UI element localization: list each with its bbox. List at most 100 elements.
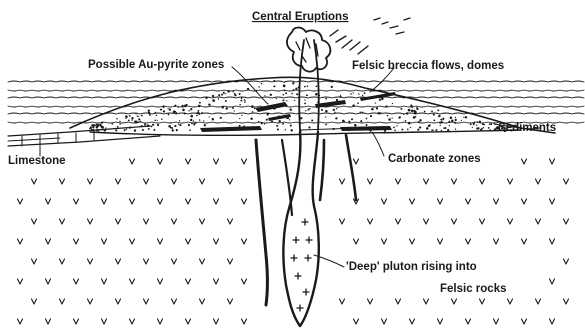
breccia-speck <box>431 129 432 130</box>
v-mark <box>564 299 569 304</box>
breccia-speck <box>131 117 133 119</box>
breccia-speck <box>239 93 241 95</box>
v-mark <box>354 319 359 324</box>
label-pluton-line2: Felsic rocks <box>440 283 506 295</box>
breccia-speck <box>205 97 207 99</box>
breccia-speck <box>93 125 94 126</box>
carbonate-zones <box>200 126 392 132</box>
breccia-speck <box>378 112 380 114</box>
breccia-speck <box>119 123 120 124</box>
breccia-speck <box>197 111 199 113</box>
breccia-speck <box>410 105 412 107</box>
breccia-speck <box>447 129 449 131</box>
v-mark <box>438 199 443 204</box>
breccia-speck <box>351 118 353 120</box>
breccia-speck <box>190 119 192 121</box>
v-mark <box>564 179 569 184</box>
v-mark <box>88 299 93 304</box>
breccia-speck <box>178 123 179 124</box>
v-mark <box>228 299 233 304</box>
v-mark <box>130 319 135 324</box>
v-mark <box>382 239 387 244</box>
v-mark <box>200 179 205 184</box>
breccia-speck <box>440 119 442 121</box>
breccia-speck <box>234 93 236 95</box>
breccia-speck <box>276 125 278 127</box>
breccia-speck <box>289 108 291 110</box>
breccia-speck <box>270 94 272 96</box>
breccia-speck <box>366 118 368 120</box>
breccia-speck <box>483 127 484 128</box>
breccia-speck <box>157 124 159 126</box>
breccia-speck <box>176 129 178 131</box>
breccia-speck <box>190 115 193 118</box>
v-mark <box>550 159 555 164</box>
v-mark <box>46 279 51 284</box>
breccia-speck <box>199 119 201 121</box>
breccia-speck <box>212 95 214 97</box>
breccia-speck <box>449 125 450 126</box>
v-mark <box>158 279 163 284</box>
breccia-speck <box>376 107 378 109</box>
breccia-speck <box>266 119 268 121</box>
v-mark <box>172 259 177 264</box>
breccia-speck <box>96 126 99 129</box>
v-mark <box>410 239 415 244</box>
breccia-speck <box>264 123 265 124</box>
breccia-speck <box>441 121 443 123</box>
breccia-speck <box>285 129 286 130</box>
v-mark <box>32 219 37 224</box>
breccia-speck <box>358 93 360 95</box>
label-au-pyrite-zones: Possible Au-pyrite zones <box>88 59 224 71</box>
breccia-speck <box>126 129 127 130</box>
v-mark <box>88 259 93 264</box>
breccia-speck <box>334 112 335 113</box>
breccia-speck <box>97 129 99 131</box>
v-mark <box>144 219 149 224</box>
breccia-speck <box>325 110 327 112</box>
v-mark <box>130 239 135 244</box>
breccia-speck <box>174 125 176 127</box>
v-mark <box>382 199 387 204</box>
breccia-speck <box>472 127 473 128</box>
breccia-speck <box>199 102 201 104</box>
breccia-speck <box>128 120 130 122</box>
pluton-plus-mark <box>297 305 303 311</box>
breccia-speck <box>141 125 143 127</box>
v-mark <box>74 199 79 204</box>
breccia-speck <box>414 111 416 113</box>
breccia-speck <box>325 124 327 126</box>
v-mark <box>242 279 247 284</box>
breccia-speck <box>412 107 413 108</box>
breccia-speck <box>387 115 389 117</box>
breccia-speck <box>392 103 393 104</box>
v-mark <box>116 259 121 264</box>
breccia-speck <box>162 106 164 108</box>
breccia-speck <box>125 116 127 118</box>
breccia-speck <box>424 111 426 113</box>
breccia-speck <box>450 117 453 120</box>
v-mark <box>550 279 555 284</box>
breccia-speck <box>163 110 165 112</box>
v-mark <box>550 319 555 324</box>
breccia-speck <box>405 120 407 122</box>
v-mark <box>466 239 471 244</box>
breccia-speck <box>209 116 210 117</box>
breccia-speck <box>473 124 474 125</box>
breccia-speck <box>251 105 254 108</box>
breccia-speck <box>362 112 364 114</box>
breccia-speck <box>138 118 140 120</box>
breccia-speck <box>291 93 293 95</box>
breccia-speck <box>233 91 235 93</box>
pluton <box>283 132 318 326</box>
breccia-speck <box>139 121 141 123</box>
v-mark <box>200 299 205 304</box>
v-mark <box>158 319 163 324</box>
v-mark <box>438 319 443 324</box>
v-mark <box>186 239 191 244</box>
breccia-speck <box>331 86 333 88</box>
v-mark <box>480 179 485 184</box>
breccia-speck <box>396 125 397 126</box>
breccia-speck <box>200 105 201 106</box>
breccia-speck <box>225 93 226 94</box>
